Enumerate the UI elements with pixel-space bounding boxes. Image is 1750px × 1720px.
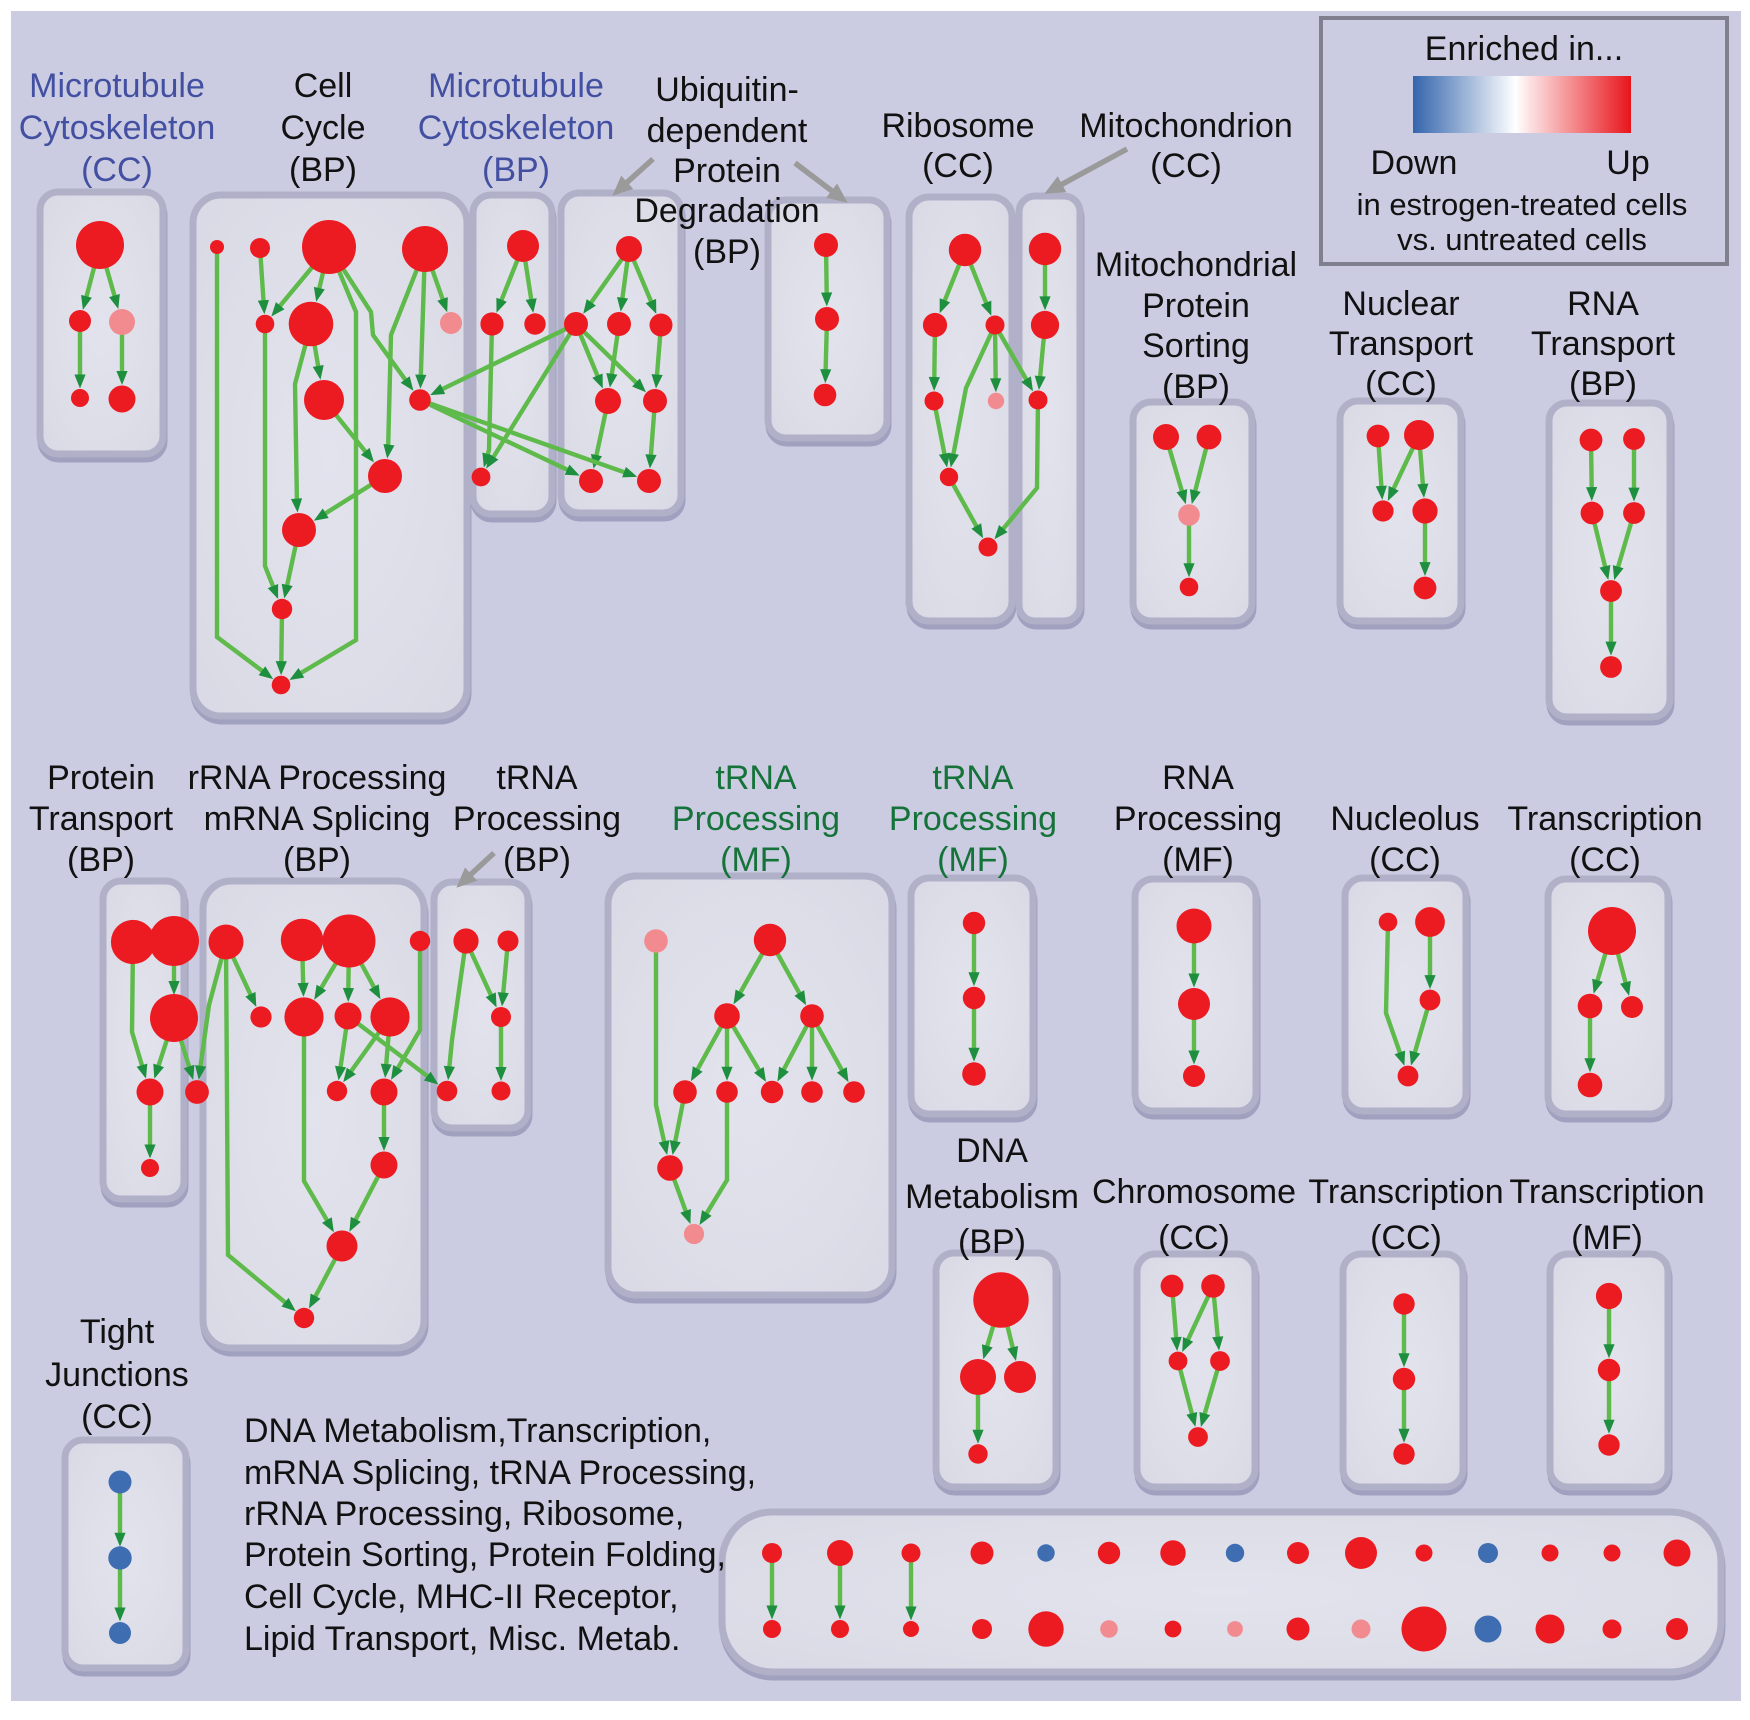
svg-text:Ribosome: Ribosome: [881, 107, 1034, 145]
svg-text:Processing: Processing: [672, 800, 840, 838]
svg-text:(BP): (BP): [1569, 365, 1637, 403]
svg-text:Nuclear: Nuclear: [1342, 285, 1459, 323]
svg-text:(BP): (BP): [289, 151, 357, 189]
svg-text:Transport: Transport: [29, 800, 174, 838]
svg-text:(CC): (CC): [1158, 1219, 1230, 1257]
svg-text:tRNA: tRNA: [932, 759, 1014, 797]
svg-text:Cytoskeleton: Cytoskeleton: [418, 109, 615, 147]
svg-text:Cycle: Cycle: [280, 109, 365, 147]
svg-text:Tight: Tight: [80, 1313, 155, 1351]
svg-text:(BP): (BP): [1162, 368, 1230, 406]
svg-text:(CC): (CC): [81, 151, 153, 189]
svg-text:Transcription: Transcription: [1308, 1173, 1503, 1211]
svg-text:(CC): (CC): [1569, 841, 1641, 879]
svg-text:Microtubule: Microtubule: [428, 67, 604, 105]
svg-text:Lipid Transport, Misc. Metab.: Lipid Transport, Misc. Metab.: [244, 1620, 681, 1658]
svg-text:Cell: Cell: [294, 67, 353, 105]
svg-text:tRNA: tRNA: [496, 759, 578, 797]
svg-text:(CC): (CC): [1150, 147, 1222, 185]
svg-text:in estrogen-treated cells: in estrogen-treated cells: [1357, 187, 1688, 222]
svg-text:Cytoskeleton: Cytoskeleton: [19, 109, 216, 147]
svg-text:Transport: Transport: [1531, 325, 1676, 363]
svg-text:Chromosome: Chromosome: [1092, 1173, 1296, 1211]
svg-text:Nucleolus: Nucleolus: [1330, 800, 1479, 838]
svg-text:Metabolism: Metabolism: [905, 1178, 1079, 1216]
svg-text:rRNA Processing: rRNA Processing: [188, 759, 447, 797]
svg-text:Protein Sorting, Protein Foldi: Protein Sorting, Protein Folding,: [244, 1536, 726, 1574]
svg-text:Protein: Protein: [673, 152, 781, 190]
svg-text:DNA: DNA: [956, 1132, 1028, 1170]
svg-text:(BP): (BP): [482, 151, 550, 189]
svg-text:(CC): (CC): [922, 147, 994, 185]
svg-text:RNA: RNA: [1567, 285, 1639, 323]
svg-text:Processing: Processing: [453, 800, 621, 838]
svg-text:(CC): (CC): [1369, 841, 1441, 879]
svg-text:Transport: Transport: [1329, 325, 1474, 363]
svg-text:Mitochondrion: Mitochondrion: [1079, 107, 1293, 145]
svg-text:(MF): (MF): [1162, 841, 1234, 879]
svg-text:(MF): (MF): [1571, 1219, 1643, 1257]
svg-text:Junctions: Junctions: [45, 1356, 189, 1394]
svg-text:(MF): (MF): [937, 841, 1009, 879]
svg-text:(BP): (BP): [67, 841, 135, 879]
svg-text:(BP): (BP): [693, 233, 761, 271]
svg-text:(BP): (BP): [958, 1223, 1026, 1261]
svg-text:rRNA Processing, Ribosome,: rRNA Processing, Ribosome,: [244, 1495, 684, 1533]
svg-text:Protein: Protein: [47, 759, 155, 797]
svg-text:Processing: Processing: [889, 800, 1057, 838]
svg-text:mRNA Splicing: mRNA Splicing: [204, 800, 431, 838]
svg-text:(BP): (BP): [283, 841, 351, 879]
svg-text:tRNA: tRNA: [715, 759, 797, 797]
svg-text:Sorting: Sorting: [1142, 327, 1250, 365]
svg-text:Cell Cycle, MHC-II Receptor,: Cell Cycle, MHC-II Receptor,: [244, 1578, 679, 1616]
svg-text:mRNA Splicing, tRNA Processing: mRNA Splicing, tRNA Processing,: [244, 1454, 756, 1492]
svg-text:(CC): (CC): [81, 1398, 153, 1436]
svg-text:Up: Up: [1606, 144, 1649, 182]
svg-text:DNA Metabolism,Transcription,: DNA Metabolism,Transcription,: [244, 1412, 711, 1450]
svg-text:Ubiquitin-: Ubiquitin-: [655, 71, 799, 109]
svg-text:Protein: Protein: [1142, 287, 1250, 325]
svg-text:(CC): (CC): [1365, 365, 1437, 403]
svg-text:Mitochondrial: Mitochondrial: [1095, 246, 1297, 284]
svg-text:dependent: dependent: [647, 112, 808, 150]
svg-text:Degradation: Degradation: [634, 192, 819, 230]
svg-text:RNA: RNA: [1162, 759, 1234, 797]
svg-text:(MF): (MF): [720, 841, 792, 879]
svg-text:Down: Down: [1371, 144, 1458, 182]
svg-text:Processing: Processing: [1114, 800, 1282, 838]
svg-text:(BP): (BP): [503, 841, 571, 879]
svg-text:(CC): (CC): [1370, 1219, 1442, 1257]
svg-text:Transcription: Transcription: [1507, 800, 1702, 838]
svg-text:Enriched in...: Enriched in...: [1425, 30, 1623, 68]
svg-text:Transcription: Transcription: [1509, 1173, 1704, 1211]
svg-text:Microtubule: Microtubule: [29, 67, 205, 105]
svg-text:vs. untreated cells: vs. untreated cells: [1397, 222, 1647, 257]
